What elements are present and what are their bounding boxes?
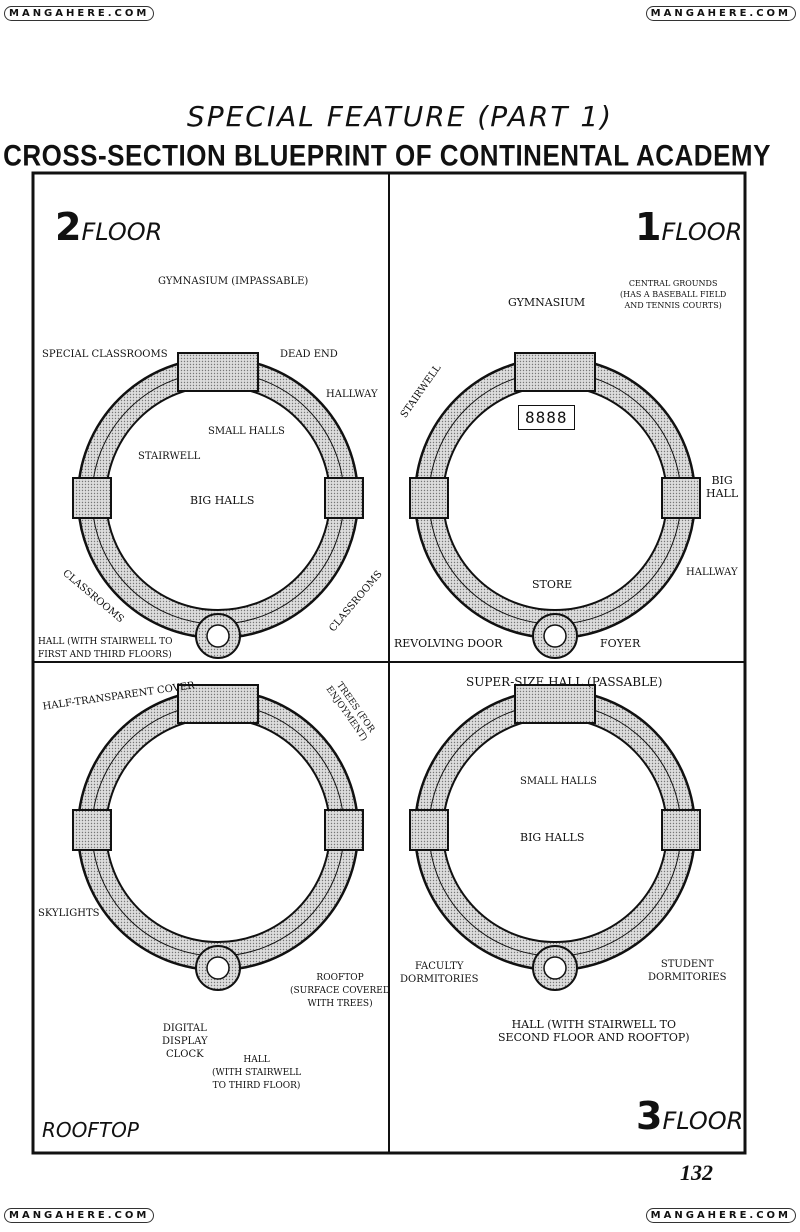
ring-rooftop-right-hall [324,809,364,851]
floor3-heading: 3FLOOR [636,1094,743,1138]
label-skylights: SKYLIGHTS [38,908,100,919]
hall-line2: (WITH STAIRWELL [212,1068,302,1078]
label-hall-line2: FIRST AND THIRD FLOORS) [38,650,172,660]
hall-line1: HALL [243,1055,270,1065]
label-small-halls: SMALL HALLS [208,426,285,437]
label-special: SPECIAL CLASSROOMS [42,349,168,360]
label-big-halls: BIG HALLS [190,494,255,507]
watermark-top-right: MANGAHERE.COM [645,6,796,21]
ring-floor3-stairwell [543,956,567,980]
ring-floor1-stairwell [543,624,567,648]
label-hall: HALL (WITH STAIRWELL TO THIRD FLOOR) [212,1054,301,1093]
label-revolving-door: REVOLVING DOOR [394,637,503,650]
ring-floor3-right-hall [661,809,701,851]
floor-number: 2 [55,205,82,249]
big-hall-line2: HALL [706,487,739,500]
ring-rooftop-stairwell [206,956,230,980]
faculty-line2: DORMITORIES [400,974,479,985]
floor-word: FLOOR [81,218,163,246]
rooftop-heading: ROOFTOP [42,1118,139,1142]
clock-line2: DISPLAY [162,1036,208,1047]
ring-floor3-left-hall [409,809,449,851]
label-student: STUDENT DORMITORIES [648,958,726,984]
hall-line3: TO THIRD FLOOR) [212,1081,301,1091]
floor2-heading: 2FLOOR [55,205,162,249]
label-hallway: HALLWAY [686,567,738,578]
page-number: 132 [680,1160,713,1185]
label-clock: DIGITAL DISPLAY CLOCK [162,1022,208,1061]
label-gym: GYMNASIUM [508,296,586,309]
scoreboard: 8888 [518,405,575,430]
ring-rooftop-top-hall [177,684,259,724]
faculty-line1: FACULTY [414,961,464,972]
ring-floor2-top-hall [177,352,259,392]
central-line3: AND TENNIS COURTS) [624,301,722,310]
big-hall-line1: BIG [711,474,733,487]
subtitle: SPECIAL FEATURE (PART 1) [186,100,614,133]
ring-rooftop-left-hall [72,809,112,851]
label-hall-line1: HALL (WITH STAIRWELL TO [38,637,173,647]
floor-number: 3 [636,1094,663,1138]
floor-word: FLOOR [661,218,743,246]
label-stairwell: STAIRWELL [138,451,201,462]
label-gym: GYMNASIUM (IMPASSABLE) [158,276,309,287]
roof-line3: WITH TREES) [307,999,373,1009]
ring-floor1-right-hall [661,477,701,519]
central-line1: CENTRAL GROUNDS [628,279,718,288]
ring-floor1-top-hall [514,352,596,392]
page-title: CROSS-SECTION BLUEPRINT OF CONTINENTAL A… [3,137,771,173]
label-foyer: FOYER [600,637,641,650]
ring-rooftop-inner [105,717,331,943]
label-hall: HALL (WITH STAIRWELL TO FIRST AND THIRD F… [38,636,173,662]
ring-floor1-left-hall [409,477,449,519]
floor-word: FLOOR [662,1107,744,1135]
hall-line2: SECOND FLOOR AND ROOFTOP) [498,1031,690,1044]
student-line1: STUDENT [660,959,714,970]
watermark-bottom-left: MANGAHERE.COM [4,1208,155,1223]
label-dead-end: DEAD END [280,349,338,360]
ring-floor3-top-hall [514,684,596,724]
clock-line1: DIGITAL [162,1023,207,1034]
clock-line3: CLOCK [165,1049,204,1060]
ring-floor3-inner [442,717,668,943]
floor-number: 1 [635,205,662,249]
central-line2: (HAS A BASEBALL FIELD [620,290,727,299]
floor1-heading: 1FLOOR [635,205,742,249]
label-store: STORE [532,578,573,591]
roof-line2: (SURFACE COVERED [290,986,391,996]
ring-floor2-stairwell [206,624,230,648]
ring-floor2-left-hall [72,477,112,519]
watermark-bottom-right: MANGAHERE.COM [645,1208,796,1223]
label-rooftop-surface: ROOFTOP (SURFACE COVERED WITH TREES) [290,972,390,1011]
label-faculty: FACULTY DORMITORIES [400,960,478,986]
label-super-hall: SUPER-SIZE HALL (PASSABLE) [466,675,663,689]
label-small-halls: SMALL HALLS [520,776,597,787]
watermark-top-left: MANGAHERE.COM [4,6,155,21]
label-hallway: HALLWAY [326,389,378,400]
hall-line1: HALL (WITH STAIRWELL TO [511,1018,676,1031]
label-central: CENTRAL GROUNDS (HAS A BASEBALL FIELD AND … [620,278,726,311]
ring-floor2-right-hall [324,477,364,519]
student-line2: DORMITORIES [648,972,727,983]
label-big-halls: BIG HALLS [520,831,585,844]
roof-line1: ROOFTOP [316,973,364,983]
